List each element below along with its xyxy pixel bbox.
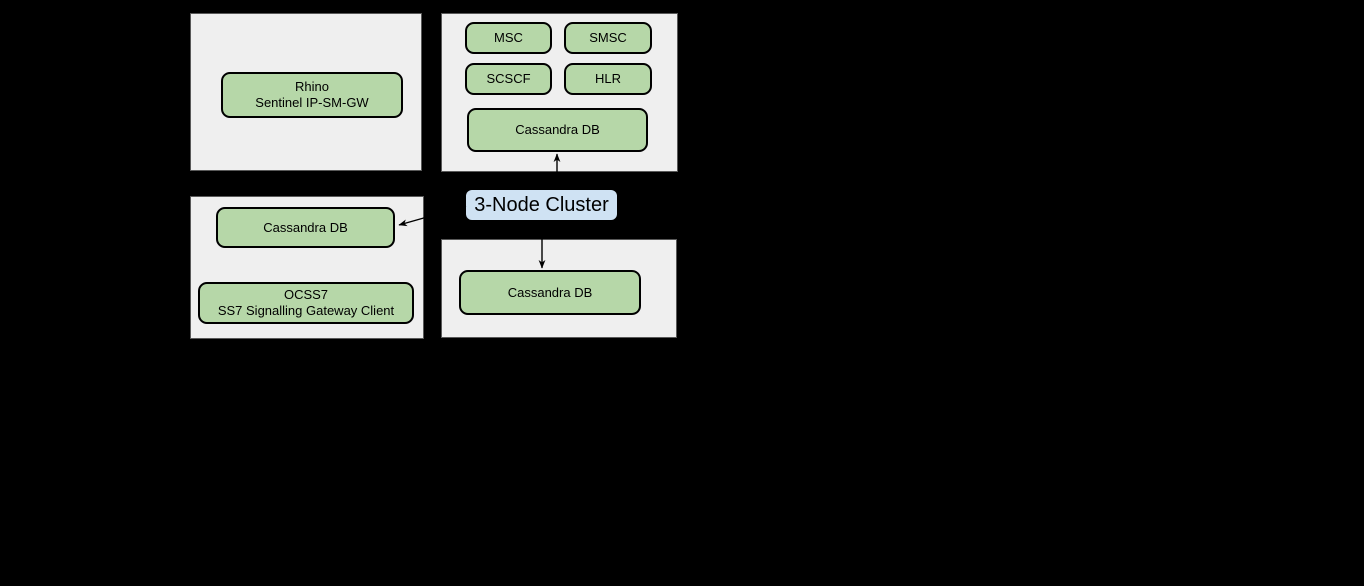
node-label: HLR [594,71,621,86]
cluster-label-text: 3-Node Cluster [474,193,609,216]
node-smsc: SMSC [564,22,652,54]
node-label: SMSC [589,30,627,45]
node-msc: MSC [465,22,552,54]
node-label: MSC [494,30,523,45]
node-label-line: OCSS7 [283,287,329,302]
three-node-cluster-label: 3-Node Cluster [466,190,617,220]
node-cassandra-db-ocss7: Cassandra DB [216,207,395,248]
node-cassandra-db-core: Cassandra DB [467,108,648,152]
node-label-line: Rhino [295,79,329,94]
node-ocss7-gateway-client: OCSS7 SS7 Signalling Gateway Client [198,282,414,324]
node-label-line: SS7 Signalling Gateway Client [217,303,395,318]
node-label-line: Sentinel IP-SM-GW [255,95,369,110]
node-hlr: HLR [564,63,652,95]
node-label: Cassandra DB [515,122,600,137]
node-rhino-sentinel-ipsmgw: Rhino Sentinel IP-SM-GW [221,72,403,118]
node-label: Cassandra DB [507,284,593,300]
node-cassandra-db-standalone: Cassandra DB [459,270,641,315]
node-scscf: SCSCF [465,63,552,95]
node-label: SCSCF [486,71,531,86]
node-label: Cassandra DB [263,219,348,235]
